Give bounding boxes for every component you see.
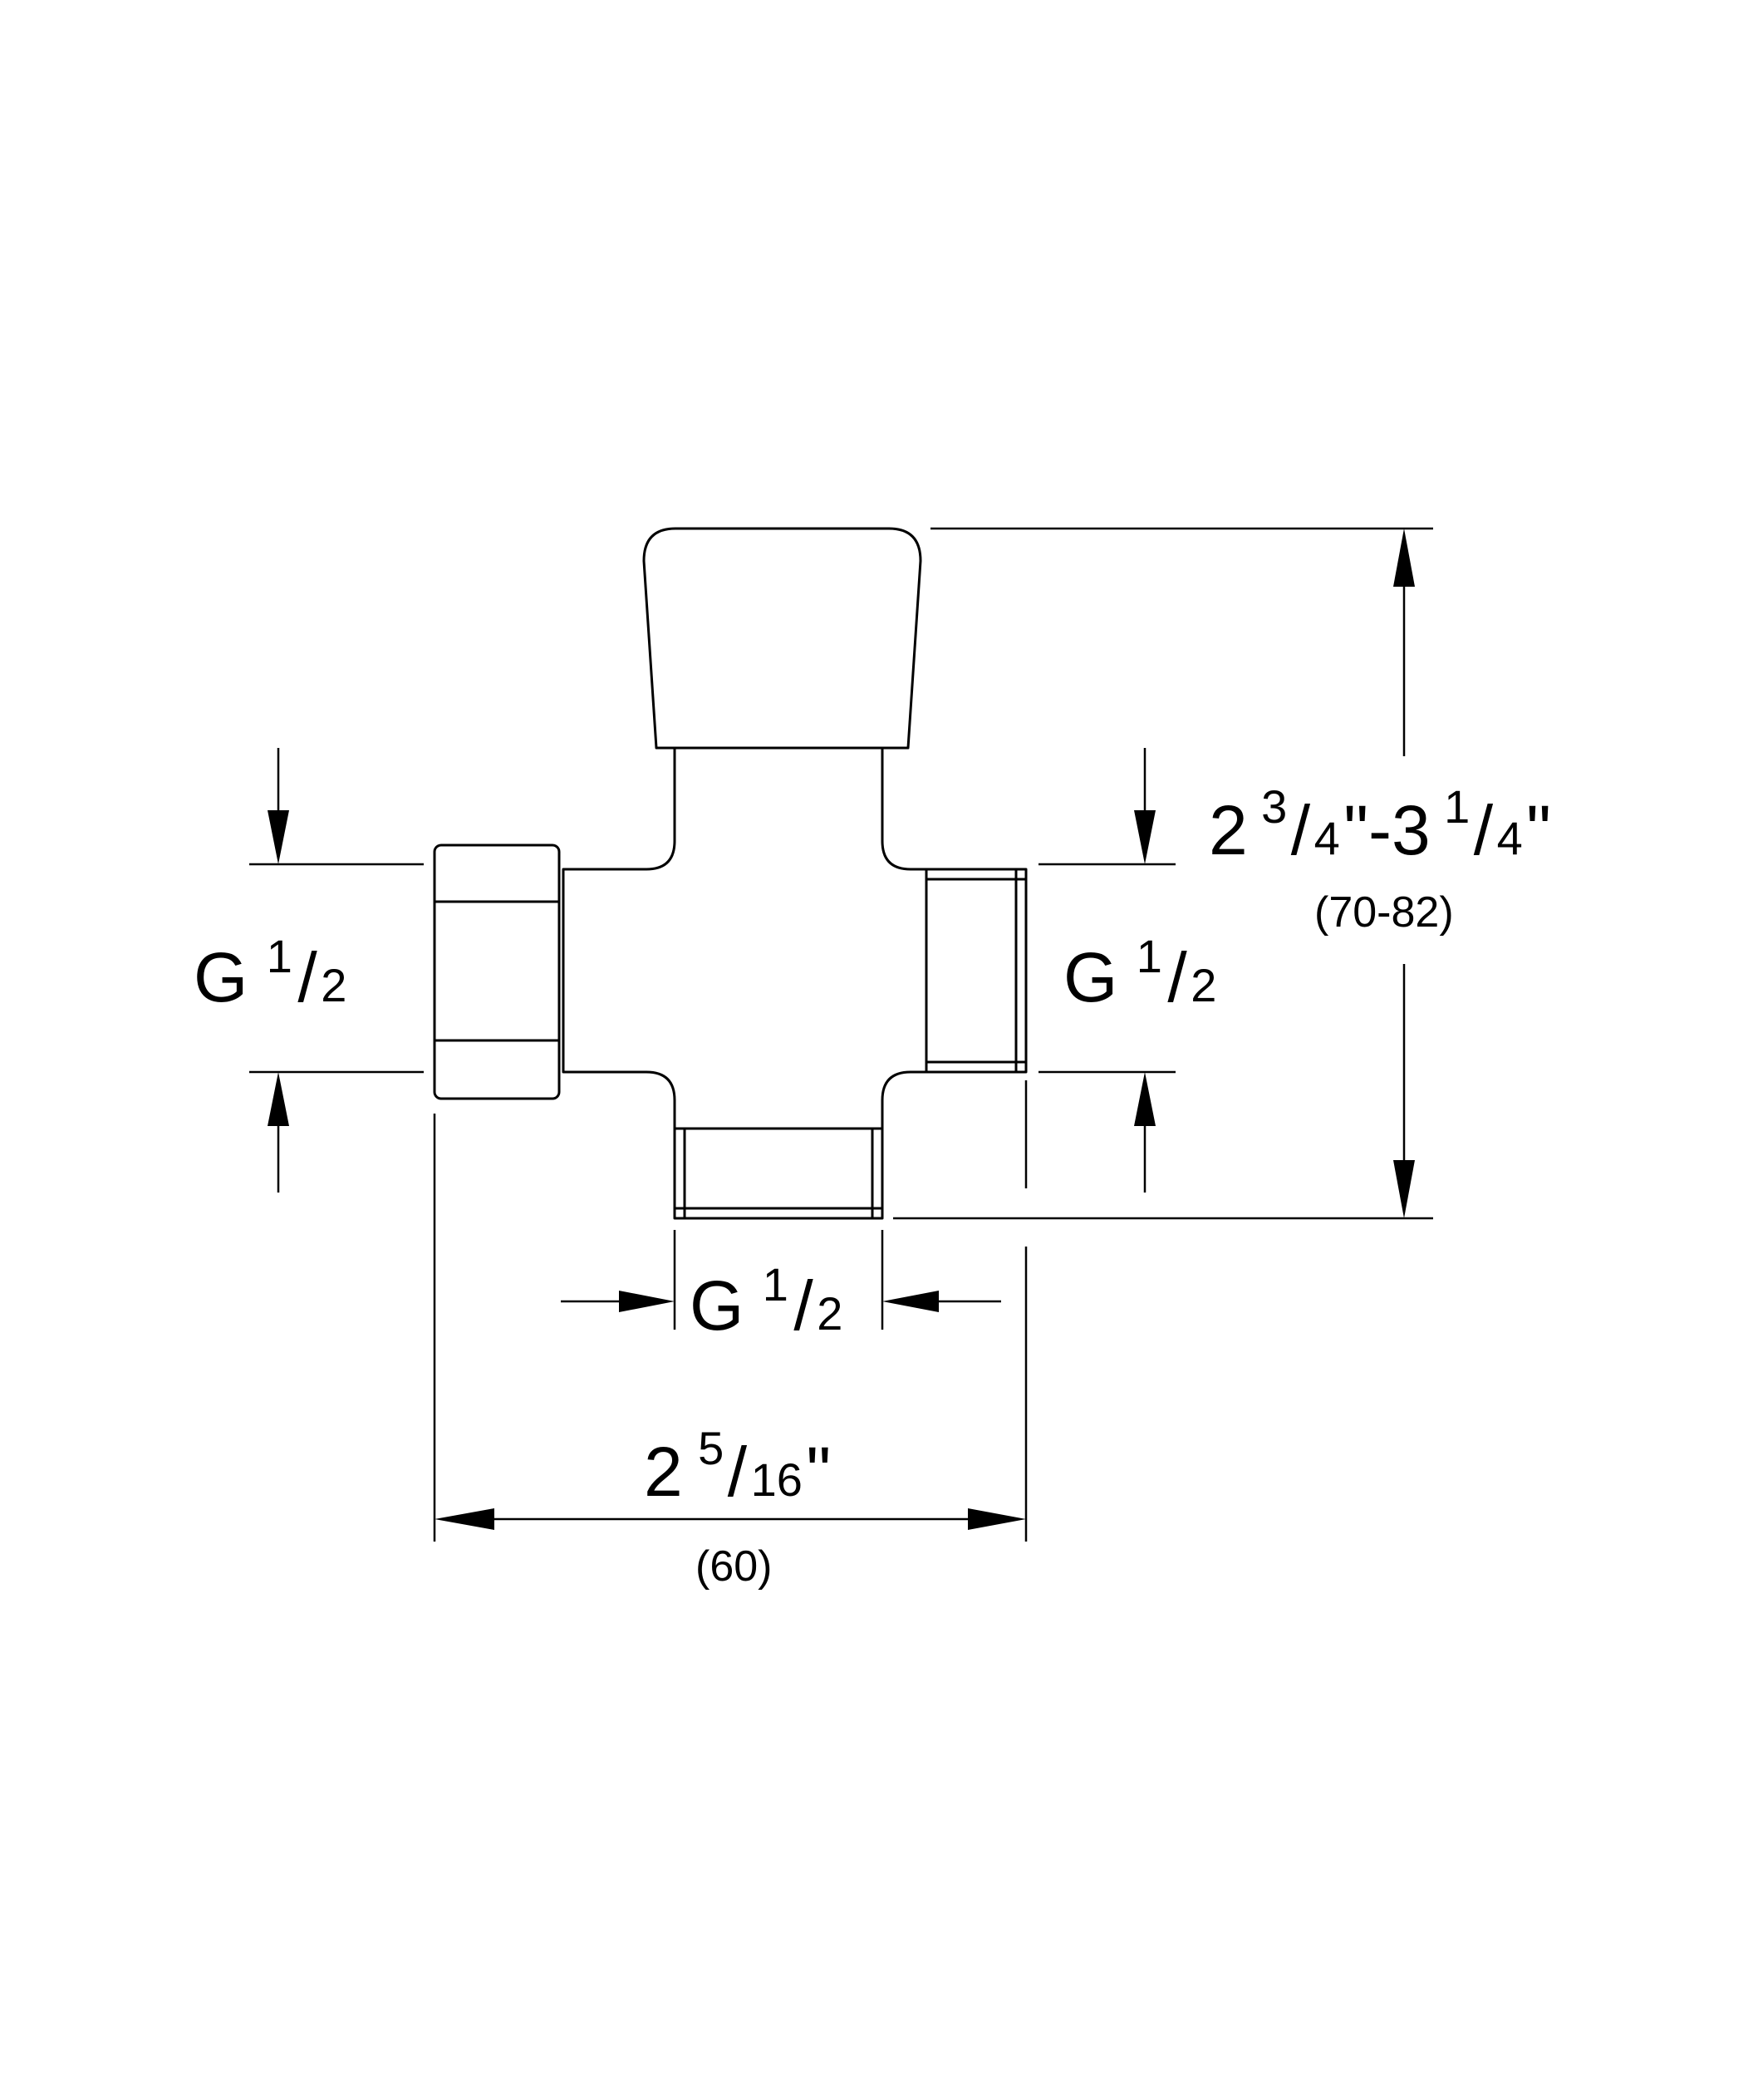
width-dimension-label: 2 5 / 16 " — [644, 1422, 831, 1511]
valve-body-outline — [562, 786, 928, 1130]
height-dimension — [1393, 529, 1415, 1218]
arrow-up-icon — [268, 1072, 289, 1126]
right-threaded-outlet — [925, 868, 1028, 1074]
bottom-thread-label: G 1 / 2 — [690, 1258, 842, 1345]
height-dimension-label: 2 3 / 4 "-3 1 / 4 " — [1209, 780, 1551, 869]
arrow-down-icon — [1393, 1160, 1415, 1218]
extension-lines — [249, 527, 1433, 1542]
width-dimension-metric: (60) — [695, 1542, 772, 1591]
arrow-up-icon — [1393, 529, 1415, 587]
left-thread-dimension — [268, 748, 289, 1193]
bottom-thread-dimension — [561, 1291, 1001, 1312]
width-dimension — [435, 1508, 1026, 1530]
arrow-down-icon — [1134, 810, 1156, 864]
right-thread-dimension — [1134, 748, 1156, 1193]
right-thread-label: G 1 / 2 — [1063, 930, 1216, 1016]
arrow-right-icon — [619, 1291, 675, 1312]
arrow-up-icon — [1134, 1072, 1156, 1126]
height-dimension-metric: (70-82) — [1314, 888, 1454, 937]
left-hex-nut — [433, 843, 561, 1100]
bottom-threaded-outlet — [673, 1127, 884, 1220]
arrow-left-icon — [435, 1508, 494, 1530]
arrow-down-icon — [268, 810, 289, 864]
left-thread-label: G 1 / 2 — [194, 930, 346, 1016]
valve-handle — [642, 527, 922, 750]
arrow-left-icon — [882, 1291, 939, 1312]
arrow-right-icon — [968, 1508, 1026, 1530]
valve-body — [433, 527, 1028, 1220]
